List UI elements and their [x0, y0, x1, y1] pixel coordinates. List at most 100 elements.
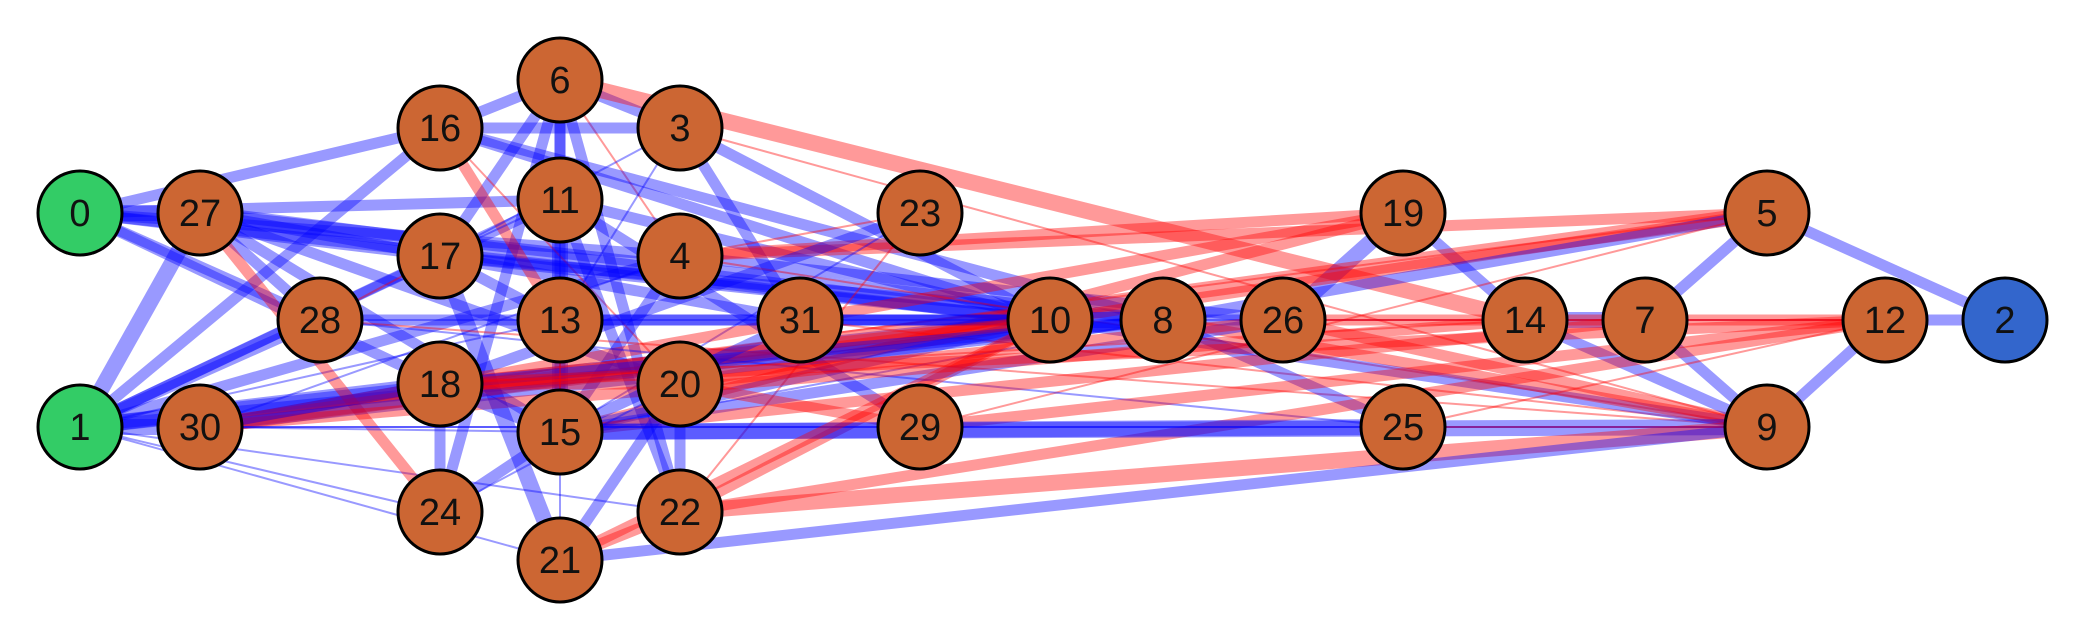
- edge-3-10: [677, 123, 1053, 325]
- node-16: 16: [396, 84, 484, 172]
- node-circle-9: [1723, 383, 1811, 471]
- node-circle-30: [156, 383, 244, 471]
- edge-11-22: [554, 198, 686, 514]
- edge-15-9: [559, 419, 1768, 440]
- node-circle-13: [516, 276, 604, 364]
- node-label-9: 9: [1756, 407, 1777, 449]
- node-circle-28: [276, 276, 364, 364]
- node-25: 25: [1359, 383, 1447, 471]
- node-0: 0: [36, 169, 124, 257]
- node-circle-11: [516, 156, 604, 244]
- node-circle-22: [636, 468, 724, 556]
- node-label-2: 2: [1994, 300, 2015, 342]
- edge-12-25: [1402, 319, 1886, 428]
- edge-5-29: [919, 212, 1768, 428]
- node-circle-4: [636, 212, 724, 300]
- node-circle-12: [1841, 276, 1929, 364]
- node-7: 7: [1601, 276, 1689, 364]
- edge-22-9: [679, 419, 1768, 520]
- node-label-30: 30: [179, 407, 221, 449]
- edge-1-8: [79, 314, 1164, 433]
- node-23: 23: [876, 169, 964, 257]
- node-circle-14: [1481, 276, 1569, 364]
- edge-10-30: [199, 314, 1051, 433]
- node-17: 17: [396, 212, 484, 300]
- node-label-24: 24: [419, 492, 461, 534]
- node-label-21: 21: [539, 540, 581, 582]
- node-label-8: 8: [1152, 300, 1173, 342]
- node-circle-29: [876, 383, 964, 471]
- edge-30-15: [199, 426, 561, 433]
- node-circle-26: [1239, 276, 1327, 364]
- node-label-10: 10: [1029, 300, 1071, 342]
- node-circle-0: [36, 169, 124, 257]
- node-28: 28: [276, 276, 364, 364]
- edge-10-22: [677, 315, 1053, 517]
- node-label-3: 3: [669, 108, 690, 150]
- node-label-17: 17: [419, 236, 461, 278]
- node-circle-19: [1359, 169, 1447, 257]
- node-18: 18: [396, 340, 484, 428]
- node-1: 1: [36, 383, 124, 471]
- edge-7-15: [559, 314, 1646, 438]
- node-circle-31: [756, 276, 844, 364]
- node-10: 10: [1006, 276, 1094, 364]
- node-circle-3: [636, 84, 724, 172]
- node-31: 31: [756, 276, 844, 364]
- edge-0-28: [77, 207, 323, 326]
- node-label-15: 15: [539, 412, 581, 454]
- node-label-20: 20: [659, 364, 701, 406]
- node-30: 30: [156, 383, 244, 471]
- node-3: 3: [636, 84, 724, 172]
- node-label-22: 22: [659, 492, 701, 534]
- node-label-25: 25: [1382, 407, 1424, 449]
- edge-11-10: [558, 194, 1052, 326]
- node-label-5: 5: [1756, 193, 1777, 235]
- node-circle-7: [1601, 276, 1689, 364]
- node-21: 21: [516, 516, 604, 604]
- edge-27-10: [199, 205, 1051, 328]
- node-label-27: 27: [179, 193, 221, 235]
- node-label-4: 4: [669, 236, 690, 278]
- edge-27-31: [199, 207, 801, 326]
- edge-16-10: [438, 122, 1052, 326]
- node-12: 12: [1841, 276, 1929, 364]
- edge-1-13: [79, 319, 561, 428]
- node-label-23: 23: [899, 193, 941, 235]
- edge-12-22: [679, 314, 1886, 518]
- node-circle-10: [1006, 276, 1094, 364]
- edge-1-10: [79, 312, 1051, 435]
- edge-6-24: [434, 78, 566, 514]
- node-circle-21: [516, 516, 604, 604]
- edge-1-16: [76, 123, 444, 432]
- edge-1-28: [77, 314, 323, 433]
- node-circle-2: [1961, 276, 2049, 364]
- node-label-19: 19: [1382, 193, 1424, 235]
- node-label-16: 16: [419, 108, 461, 150]
- node-circle-25: [1359, 383, 1447, 471]
- node-label-18: 18: [419, 364, 461, 406]
- edge-10-20: [679, 314, 1051, 390]
- edge-3-9: [679, 127, 1768, 428]
- node-label-11: 11: [540, 180, 579, 222]
- edge-4-19: [679, 207, 1404, 262]
- node-4: 4: [636, 212, 724, 300]
- node-20: 20: [636, 340, 724, 428]
- edge-0-10: [79, 207, 1051, 326]
- node-circle-8: [1119, 276, 1207, 364]
- edge-28-25: [319, 319, 1404, 428]
- node-label-31: 31: [779, 300, 821, 342]
- node-label-7: 7: [1634, 300, 1655, 342]
- edge-11-29: [557, 195, 923, 432]
- edge-14-18: [439, 319, 1526, 385]
- node-27: 27: [156, 169, 244, 257]
- edge-23-15: [559, 212, 921, 433]
- node-24: 24: [396, 468, 484, 556]
- node-26: 26: [1239, 276, 1327, 364]
- node-circle-17: [396, 212, 484, 300]
- node-circle-20: [636, 340, 724, 428]
- node-label-29: 29: [899, 407, 941, 449]
- edge-4-5: [679, 207, 1768, 262]
